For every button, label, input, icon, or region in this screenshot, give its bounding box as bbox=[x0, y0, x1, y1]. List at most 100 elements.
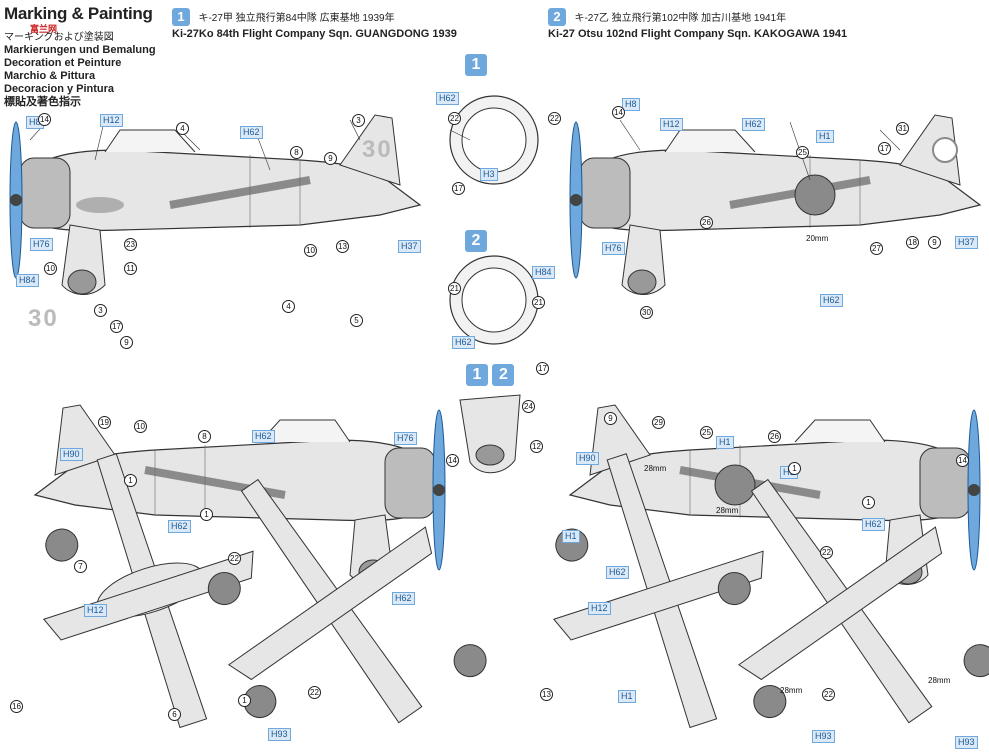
part-number-6: 6 bbox=[168, 708, 181, 721]
dimension-28mm-3: 28mm bbox=[780, 686, 803, 695]
scheme-1-planform-right bbox=[207, 478, 487, 724]
part-number-1c: 1 bbox=[238, 694, 251, 707]
language-it: Marchio & Pittura bbox=[4, 70, 96, 82]
part-number-9: 9 bbox=[324, 152, 337, 165]
part-number-1d: 1 bbox=[788, 462, 801, 475]
hcode-h12-2: H12 bbox=[84, 604, 107, 617]
part-number-7: 7 bbox=[74, 560, 87, 573]
part-number-25: 25 bbox=[796, 146, 809, 159]
center-badge-combo: 1 2 bbox=[466, 364, 515, 386]
part-number-20b: 21 bbox=[532, 296, 545, 309]
part-number-17b: 17 bbox=[110, 320, 123, 333]
part-number-1a: 1 bbox=[124, 474, 137, 487]
part-number-9c: 9 bbox=[928, 236, 941, 249]
part-number-10: 10 bbox=[304, 244, 317, 257]
spinner-ring-2 bbox=[449, 255, 539, 345]
hcode-h62-1: H62 bbox=[240, 126, 263, 139]
hcode-h62-8: H62 bbox=[606, 566, 629, 579]
dimension-28mm-1: 28mm bbox=[644, 464, 667, 473]
hcode-h62-c2: H62 bbox=[452, 336, 475, 349]
tail-code-lower: 30 bbox=[28, 305, 59, 332]
hcode-h8-2: H8 bbox=[622, 98, 640, 111]
hcode-h1-2: H1 bbox=[716, 436, 734, 449]
language-de: Markierungen und Bemalung bbox=[4, 44, 156, 56]
scheme-2-header: 2 キ-27乙 独立飛行第102中隊 加古川基地 1941年 Ki-27 Ots… bbox=[548, 8, 847, 41]
hcode-h62-7: H62 bbox=[862, 518, 885, 531]
scheme-2-planform-left bbox=[552, 453, 787, 729]
part-number-18: 18 bbox=[906, 236, 919, 249]
part-number-30: 30 bbox=[640, 306, 653, 319]
part-number-14: 14 bbox=[38, 113, 51, 126]
part-number-13b: 13 bbox=[540, 688, 553, 701]
jp-subtitle: マーキングおよび塗装図 bbox=[4, 32, 114, 43]
part-number-31: 31 bbox=[896, 122, 909, 135]
part-number-26b: 26 bbox=[768, 430, 781, 443]
part-number-8: 8 bbox=[290, 146, 303, 159]
part-number-3b: 3 bbox=[94, 304, 107, 317]
part-number-9b: 9 bbox=[120, 336, 133, 349]
part-number-1b: 1 bbox=[200, 508, 213, 521]
part-number-26: 26 bbox=[700, 216, 713, 229]
hcode-h12-4: H12 bbox=[588, 602, 611, 615]
center-badge-2: 2 bbox=[465, 230, 487, 252]
spinner-ring-1 bbox=[449, 95, 539, 185]
part-number-21: 22 bbox=[448, 112, 461, 125]
scheme-1-badge: 1 bbox=[172, 8, 190, 26]
part-number-21b: 22 bbox=[548, 112, 561, 125]
hcode-h76-3: H76 bbox=[602, 242, 625, 255]
part-number-13: 13 bbox=[336, 240, 349, 253]
scheme-2-en: Ki-27 Otsu 102nd Flight Company Sqn. KAK… bbox=[548, 28, 848, 40]
hcode-h93-2: H93 bbox=[812, 730, 835, 743]
wheel-pant-detail bbox=[459, 394, 521, 474]
part-number-4b: 4 bbox=[282, 300, 295, 313]
hcode-h84-1: H84 bbox=[16, 274, 39, 287]
scheme-2-jp: キ-27乙 独立飛行第102中隊 加古川基地 1941年 bbox=[574, 13, 787, 24]
scheme-1-jp: キ-27甲 独立飛行第84中隊 広東基地 1939年 bbox=[198, 13, 395, 24]
part-number-24: 24 bbox=[522, 400, 535, 413]
part-number-3: 3 bbox=[352, 114, 365, 127]
language-list: Markierungen und Bemalung Decoration et … bbox=[4, 44, 156, 109]
hcode-h12-3: H12 bbox=[660, 118, 683, 131]
scheme-1-en: Ki-27Ko 84th Flight Company Sqn. GUANGDO… bbox=[172, 28, 457, 40]
hcode-h90-1: H90 bbox=[60, 448, 83, 461]
part-number-9d: 9 bbox=[604, 412, 617, 425]
watermark: 富兰网 bbox=[30, 24, 58, 34]
part-number-12: 12 bbox=[530, 440, 543, 453]
part-number-17: 17 bbox=[452, 182, 465, 195]
language-fr: Decoration et Peinture bbox=[4, 57, 122, 69]
part-number-14b: 14 bbox=[446, 454, 459, 467]
part-number-16: 16 bbox=[10, 700, 23, 713]
scheme-1-header: 1 キ-27甲 独立飛行第84中隊 広東基地 1939年 Ki-27Ko 84t… bbox=[172, 8, 457, 41]
part-number-22c: 22 bbox=[820, 546, 833, 559]
part-number-25b: 25 bbox=[700, 426, 713, 439]
hcode-h93-1: H93 bbox=[268, 728, 291, 741]
hcode-h1-1: H1 bbox=[816, 130, 834, 143]
scheme-1-side-view-lower bbox=[35, 405, 446, 584]
part-number-10c: 10 bbox=[134, 420, 147, 433]
part-number-4: 4 bbox=[176, 122, 189, 135]
scheme-2-side-view-lower bbox=[570, 405, 981, 584]
part-number-11: 11 bbox=[124, 262, 137, 275]
hcode-h1-5: H1 bbox=[618, 690, 636, 703]
scheme-2-badge: 2 bbox=[548, 8, 566, 26]
hcode-h37-2: H37 bbox=[955, 236, 978, 249]
hcode-h1-4: H1 bbox=[562, 530, 580, 543]
part-number-23: 23 bbox=[124, 238, 137, 251]
hcode-h76-1: H76 bbox=[30, 238, 53, 251]
hcode-h62-6: H62 bbox=[820, 294, 843, 307]
hcode-h62-4: H62 bbox=[392, 592, 415, 605]
hcode-h62-3: H62 bbox=[168, 520, 191, 533]
part-number-5: 5 bbox=[350, 314, 363, 327]
part-number-1e: 1 bbox=[862, 496, 875, 509]
tail-code-upper: 30 bbox=[362, 136, 393, 163]
part-number-29: 29 bbox=[652, 416, 665, 429]
hcode-h62-c1: H62 bbox=[436, 92, 459, 105]
language-cn: 標貼及著色指示 bbox=[4, 96, 81, 108]
hcode-h90-2: H90 bbox=[576, 452, 599, 465]
part-number-17c: 17 bbox=[878, 142, 891, 155]
scheme-2-planform-right bbox=[717, 478, 989, 724]
part-number-19: 19 bbox=[98, 416, 111, 429]
hcode-h83: H93 bbox=[955, 736, 978, 749]
dimension-20mm: 20mm bbox=[806, 234, 829, 243]
